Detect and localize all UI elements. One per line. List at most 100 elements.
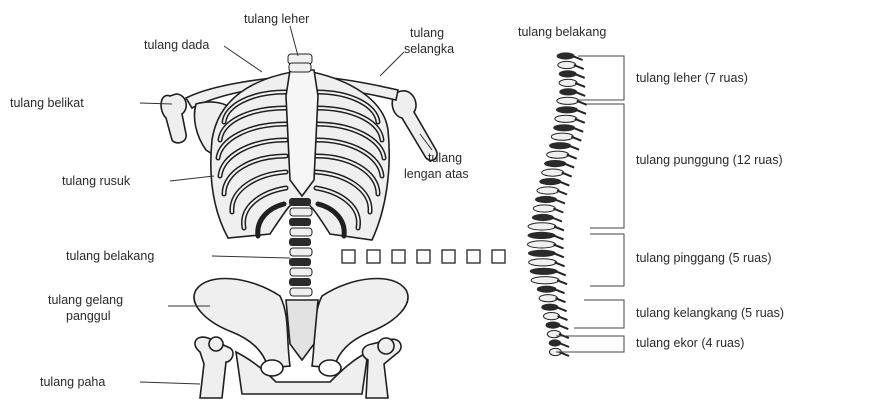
spine-label-pinggang: tulang pinggang (5 ruas) xyxy=(636,251,772,265)
lower-spine xyxy=(289,198,312,296)
label-tulang-belikat: tulang belikat xyxy=(10,96,84,110)
label-tulang-lengan-line2: lengan atas xyxy=(404,167,469,181)
spinous-process xyxy=(555,262,565,266)
femur-head-left xyxy=(209,337,223,351)
skeleton-illustration xyxy=(161,54,437,398)
label-tulang-lengan-line1: tulang xyxy=(428,151,462,165)
spine-vertebra xyxy=(559,88,577,95)
bracket-ekor xyxy=(556,336,624,352)
spinous-process xyxy=(555,200,565,204)
spine-vertebra xyxy=(533,205,555,212)
spine-vertebra xyxy=(551,133,573,140)
spinous-process xyxy=(557,280,567,284)
obturator-right xyxy=(319,360,341,376)
spine-vertebra xyxy=(539,178,561,185)
spine-label-kelangkang: tulang kelangkang (5 ruas) xyxy=(636,306,784,320)
spine-vertebra xyxy=(535,196,557,203)
label-tulang-leher: tulang leher xyxy=(244,12,309,26)
spine-vertebra xyxy=(557,52,575,59)
bracket-pinggang xyxy=(590,234,624,286)
spine-vertebra xyxy=(529,259,557,266)
spinous-process xyxy=(556,298,566,302)
spinous-process xyxy=(562,173,572,177)
label-tulang-dada: tulang dada xyxy=(144,38,209,52)
spine-vertebra xyxy=(544,313,560,320)
spine-column xyxy=(528,52,587,356)
vertebra xyxy=(290,228,312,236)
spinous-process xyxy=(564,164,574,168)
spinous-process xyxy=(575,92,585,96)
spinous-process xyxy=(552,218,562,222)
label-tulang-gelang-line2: panggul xyxy=(66,309,111,323)
label-tulang-paha: tulang paha xyxy=(40,375,105,389)
spinous-process xyxy=(554,244,564,248)
bracket-kelangkang xyxy=(574,300,624,328)
spine-label-ekor: tulang ekor (4 ruas) xyxy=(636,336,744,350)
spinous-process xyxy=(554,235,564,239)
label-tulang-selangka-line1: tulang xyxy=(410,26,444,40)
connector-square xyxy=(342,250,355,263)
right-humerus xyxy=(392,91,437,161)
connector-square xyxy=(467,250,480,263)
vertebra xyxy=(290,288,312,296)
spine-vertebra xyxy=(537,286,557,293)
spine-vertebra xyxy=(549,142,571,149)
spinous-process xyxy=(574,65,584,69)
spine-vertebra xyxy=(542,169,564,176)
spinous-process xyxy=(554,226,564,230)
spine-title: tulang belakang xyxy=(518,25,606,39)
spinous-process xyxy=(575,83,585,87)
spinous-process xyxy=(571,137,581,141)
left-humerus xyxy=(161,94,186,143)
neck-vertebra xyxy=(289,63,311,72)
spinous-process xyxy=(557,307,567,311)
connector-square xyxy=(367,250,380,263)
vertebra xyxy=(290,268,312,276)
label-tulang-gelang-line1: tulang gelang xyxy=(48,293,123,307)
spine-vertebra xyxy=(558,61,576,68)
spine-label-leher: tulang leher (7 ruas) xyxy=(636,71,748,85)
spine-vertebra xyxy=(539,295,557,302)
spinous-process xyxy=(559,343,569,347)
spine-vertebra xyxy=(555,115,577,122)
spinous-process xyxy=(554,253,564,257)
vertebra xyxy=(289,278,311,286)
connector-square xyxy=(492,250,505,263)
spine-vertebra xyxy=(559,70,577,77)
spine-vertebra xyxy=(556,106,578,113)
vertebra xyxy=(289,218,311,226)
spine-vertebra xyxy=(547,151,569,158)
spine-connector xyxy=(342,250,505,263)
spine-vertebra xyxy=(528,241,556,248)
connector-square xyxy=(417,250,430,263)
spine-vertebra xyxy=(537,187,559,194)
vertebra xyxy=(290,208,312,216)
connector-square xyxy=(442,250,455,263)
label-tulang-rusuk: tulang rusuk xyxy=(62,174,131,188)
spinous-process xyxy=(567,155,577,159)
sternum xyxy=(286,70,318,196)
spine-label-punggung: tulang punggung (12 ruas) xyxy=(636,153,783,167)
label-tulang-selangka-line2: selangka xyxy=(404,42,454,56)
spinous-process xyxy=(558,325,568,329)
spine-vertebra xyxy=(546,322,561,329)
spinous-process xyxy=(558,316,568,320)
spinous-process xyxy=(576,110,586,114)
spine-vertebra xyxy=(544,160,566,167)
connector-square xyxy=(392,250,405,263)
vertebra xyxy=(289,238,311,246)
spinous-process xyxy=(575,74,585,78)
spine-vertebra xyxy=(531,277,559,284)
spinous-process xyxy=(573,128,583,132)
spine-vertebra xyxy=(553,124,575,131)
spine-vertebra xyxy=(528,232,556,239)
spine-vertebra xyxy=(532,214,554,221)
spine-vertebra xyxy=(547,331,561,338)
spinous-process xyxy=(559,182,569,186)
spinous-process xyxy=(555,289,565,293)
spinous-process xyxy=(557,191,567,195)
spine-vertebra xyxy=(559,79,577,86)
spinous-process xyxy=(573,56,583,60)
spinous-process xyxy=(556,271,566,275)
spine-vertebra xyxy=(530,268,558,275)
